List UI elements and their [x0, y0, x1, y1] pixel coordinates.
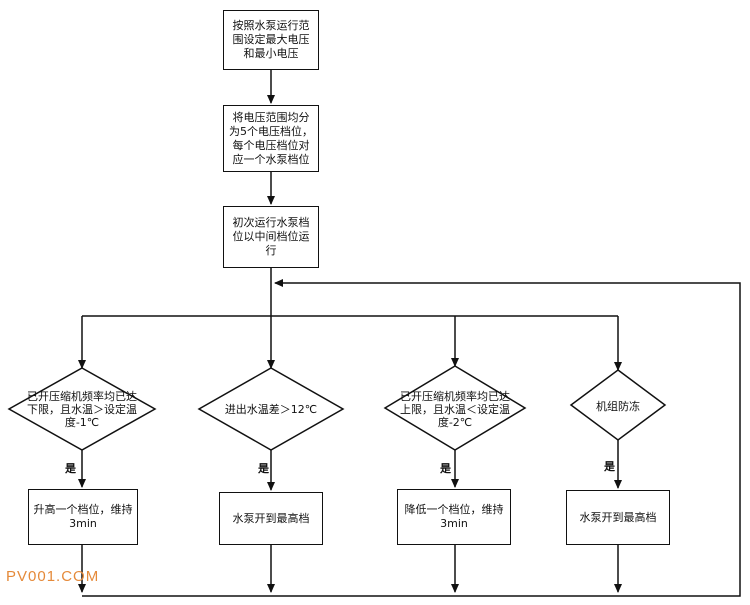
- action-box-2-text: 水泵开到最高档: [232, 511, 310, 525]
- condition-3-text: 已开压缩机频率均已达上限，且水温＜设定温度-2℃: [400, 389, 510, 429]
- step-box-2-text: 将电压范围均分为5个电压档位，每个电压档位对应一个水泵档位: [229, 110, 313, 166]
- step-box-3-text: 初次运行水泵档位以中间档位运行: [232, 216, 310, 257]
- action-box-4-text: 水泵开到最高档: [579, 510, 657, 524]
- action-box-2: 水泵开到最高档: [219, 492, 323, 545]
- condition-1-text: 已开压缩机频率均已达下限，且水温＞设定温度-1℃: [27, 389, 137, 429]
- decision-diamond-1: [7, 367, 157, 451]
- action-box-1-text: 升高一个档位，维持3min: [33, 503, 133, 530]
- loop-back-line: [82, 279, 741, 597]
- yes-label-1: 是: [65, 462, 76, 475]
- step-box-2: 将电压范围均分为5个电压档位，每个电压档位对应一个水泵档位: [223, 105, 319, 172]
- step-box-1-text: 按照水泵运行范围设定最大电压和最小电压: [232, 19, 310, 60]
- action-box-3: 降低一个档位，维持3min: [397, 489, 511, 545]
- step-box-1: 按照水泵运行范围设定最大电压和最小电压: [223, 10, 319, 70]
- decision-diamond-4: [569, 369, 667, 441]
- step-box-3: 初次运行水泵档位以中间档位运行: [223, 206, 319, 268]
- decision-diamond-2: [197, 367, 345, 451]
- condition-2-text: 进出水温差＞12℃: [224, 402, 318, 416]
- yes-label-3: 是: [440, 462, 451, 475]
- yes-label-4: 是: [604, 460, 615, 473]
- action-box-1: 升高一个档位，维持3min: [28, 489, 138, 545]
- yes-label-2: 是: [258, 462, 269, 475]
- action-box-4: 水泵开到最高档: [566, 490, 670, 545]
- decision-diamond-3: [383, 365, 527, 451]
- condition-4-text: 机组防冻: [596, 399, 640, 413]
- watermark-text: PV001.COM: [6, 568, 100, 585]
- action-box-3-text: 降低一个档位，维持3min: [404, 503, 504, 530]
